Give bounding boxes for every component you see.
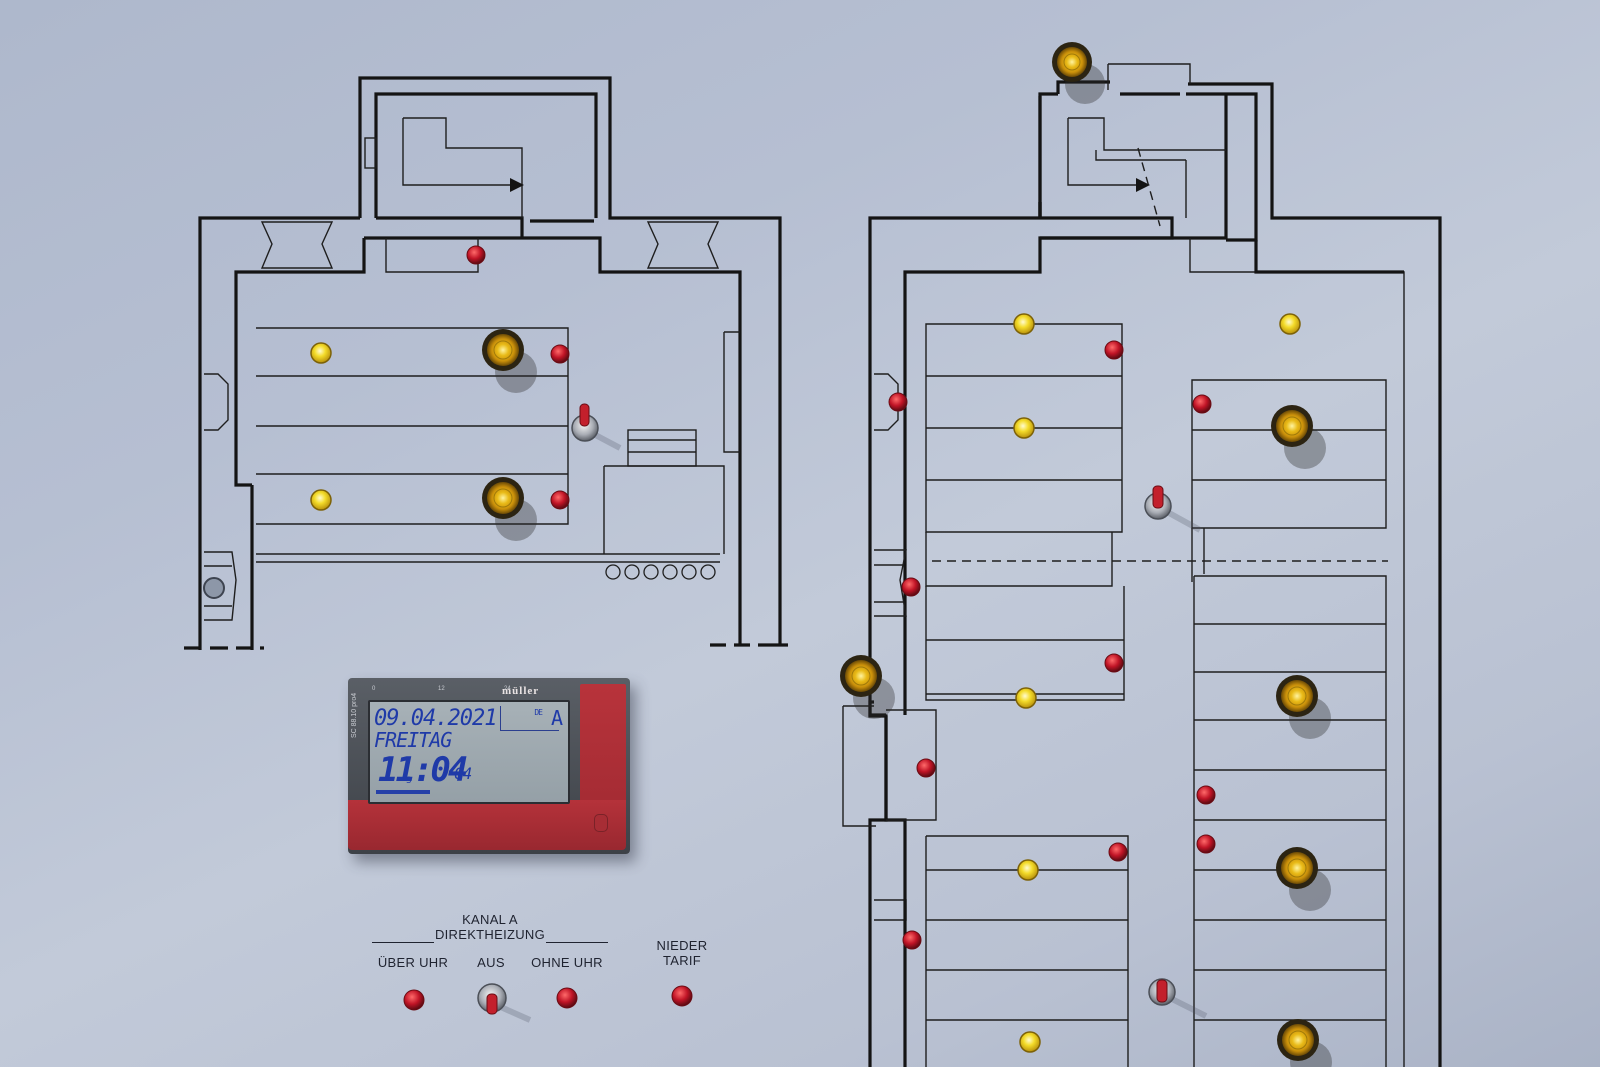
red-led (902, 930, 922, 950)
toggle-switch[interactable] (1148, 978, 1208, 1019)
lcd-channel-box (500, 706, 559, 731)
red-led (1104, 340, 1124, 360)
ohne-uhr-label: OHNE UHR (531, 955, 603, 970)
red-led (550, 344, 570, 364)
yellow-lamp (482, 477, 537, 541)
direktheizung-label: DIREKTHEIZUNG (434, 927, 546, 942)
yellow-led (310, 489, 332, 511)
yellow-led (1019, 1031, 1041, 1053)
yellow-lamps (482, 42, 1332, 1067)
red-led (1196, 834, 1216, 854)
timer-tick: 24 (504, 686, 511, 692)
yellow-led (1015, 687, 1037, 709)
kanal-a-label: KANAL A (462, 912, 518, 927)
red-led (550, 490, 570, 510)
toggle-switch[interactable] (1144, 485, 1202, 533)
yellow-lamp (1276, 675, 1331, 739)
aus-toggle-switch[interactable] (477, 983, 532, 1023)
timer-button[interactable] (594, 814, 608, 832)
digital-timer-switch: müller 0 12 24 SC 88.10 pro4 09.04.2021 … (348, 678, 630, 854)
title-rule-right (546, 942, 608, 943)
red-led (901, 577, 921, 597)
lcd-channel: A (550, 706, 563, 730)
yellow-indicator-leds (310, 313, 1301, 1053)
left-floor-plan (184, 76, 788, 650)
timer-brand-logo: müller (502, 685, 540, 697)
title-rule-left (372, 942, 434, 943)
yellow-lamp (482, 329, 537, 393)
red-indicator-leds (403, 245, 1216, 1011)
lcd-date: 09.04.2021 (374, 706, 497, 731)
grey-indicator (203, 577, 225, 599)
yellow-led (310, 342, 332, 364)
right-floor-plan (842, 63, 1442, 1067)
red-led (1192, 394, 1212, 414)
red-led (888, 392, 908, 412)
lcd-seconds: 04 (454, 764, 472, 783)
yellow-led (1013, 417, 1035, 439)
tarif-label: TARIF (662, 953, 702, 968)
red-led (1104, 653, 1124, 673)
lcd-time: 11:04 (378, 750, 468, 790)
red-led-nieder-tarif (671, 985, 693, 1007)
uber-uhr-label: ÜBER UHR (377, 955, 449, 970)
timer-tick: 0 (372, 686, 376, 692)
lcd-segment-bar (376, 790, 430, 794)
toggle-switch[interactable] (571, 403, 622, 451)
red-led (466, 245, 486, 265)
lcd-seg-label: S (406, 776, 412, 786)
yellow-lamp (1271, 405, 1326, 469)
yellow-lamp (1277, 1019, 1332, 1067)
timer-lcd-screen: 09.04.2021 DE A FREITAG 11:04 04 S (368, 700, 570, 804)
yellow-led (1017, 859, 1039, 881)
red-led (1196, 785, 1216, 805)
yellow-lamp (840, 655, 895, 719)
yellow-lamp (1052, 42, 1105, 104)
red-led (1108, 842, 1128, 862)
lcd-channel-small: DE (534, 708, 543, 717)
yellow-led (1013, 313, 1035, 335)
timer-model-label: SC 88.10 pro4 (351, 692, 358, 738)
red-led (916, 758, 936, 778)
nieder-label: NIEDER (656, 938, 708, 953)
red-led-ohne-uhr (556, 987, 578, 1009)
red-led-uber-uhr (403, 989, 425, 1011)
timer-red-base (348, 800, 626, 850)
yellow-led (1279, 313, 1301, 335)
lcd-weekday: FREITAG (374, 728, 452, 752)
aus-label: AUS (477, 955, 505, 970)
yellow-lamp (1276, 847, 1331, 911)
timer-tick: 12 (438, 686, 445, 692)
